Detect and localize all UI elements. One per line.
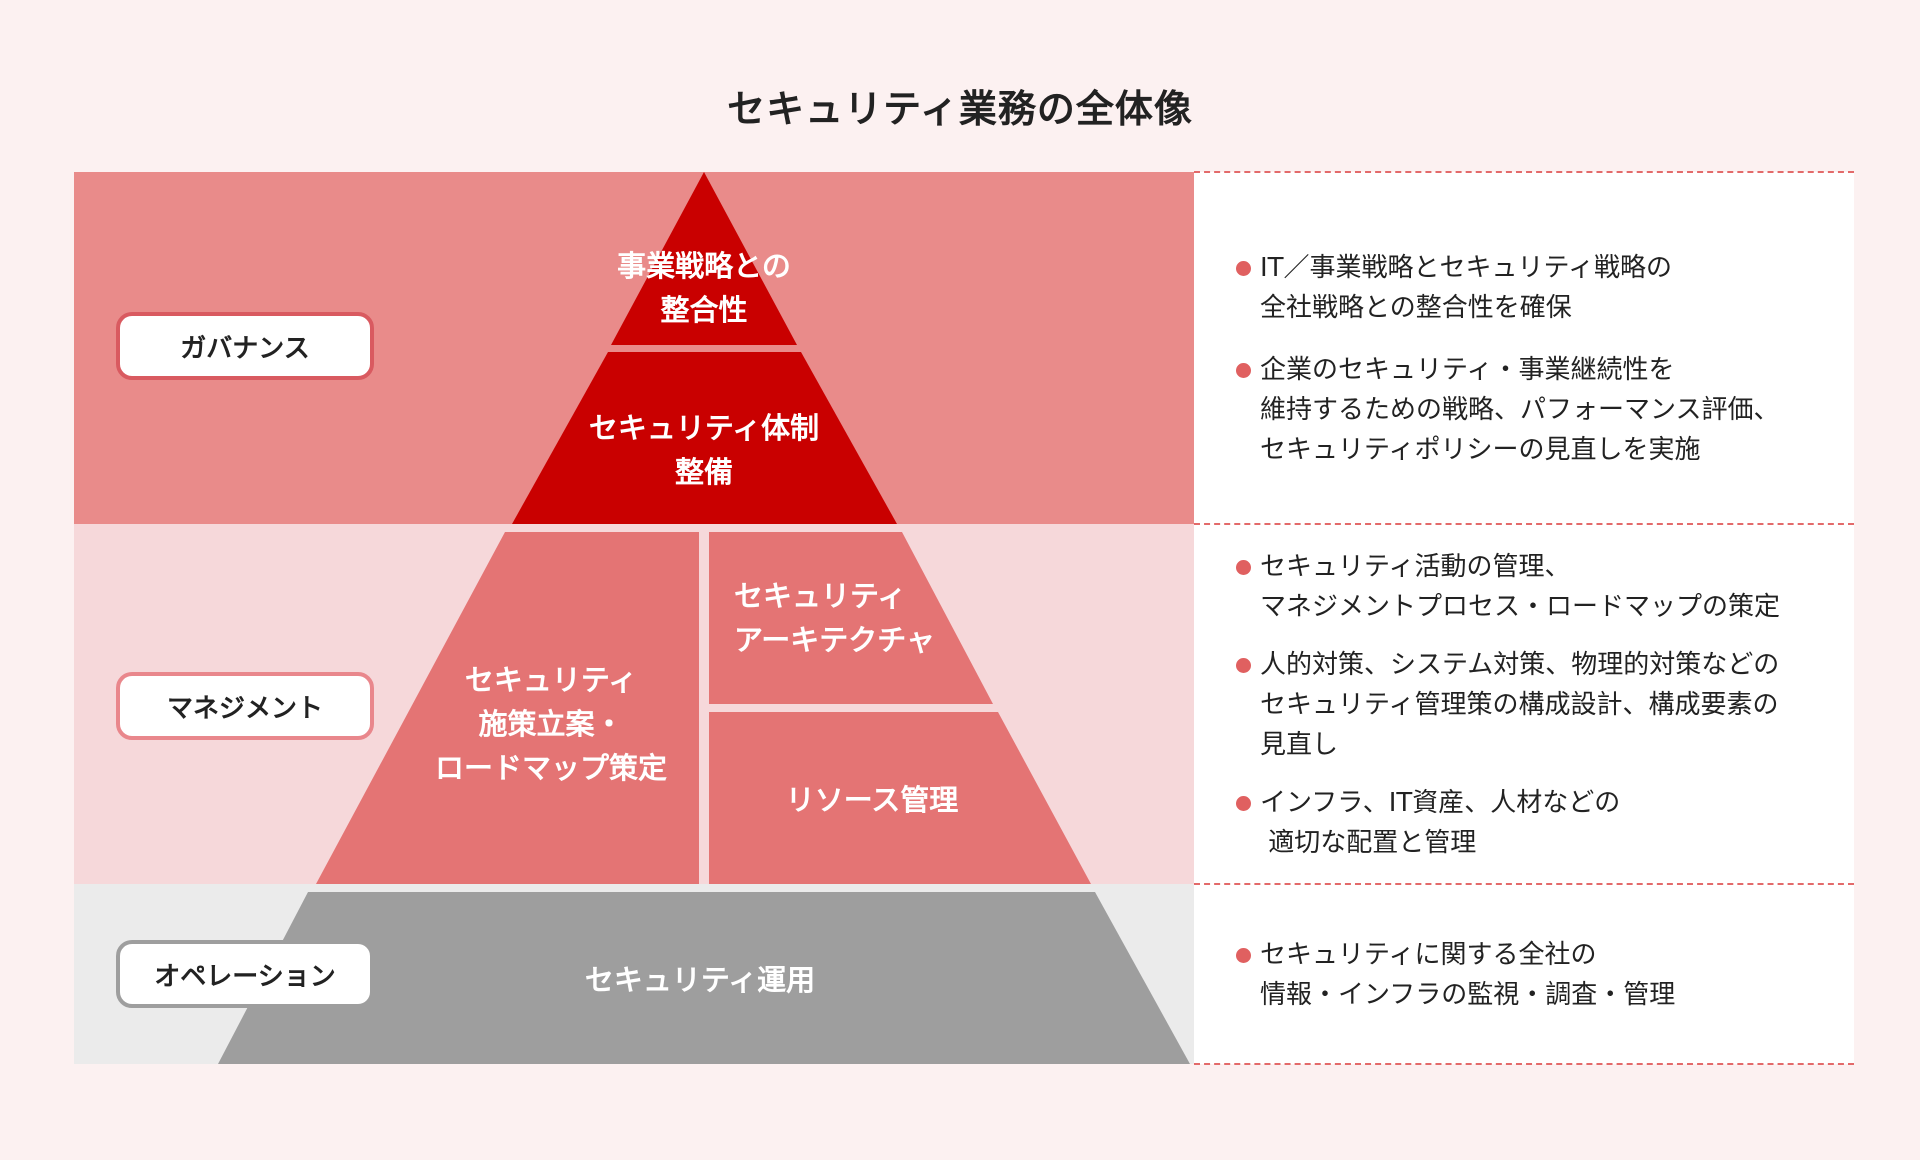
- divider-management-operation: [1194, 883, 1854, 885]
- block-business-alignment: [611, 172, 797, 345]
- block-security-structure: [512, 352, 897, 524]
- description-panel: [1194, 172, 1854, 1064]
- list-item: 企業のセキュリティ・事業継続性を 維持するための戦略、パフォーマンス評価、 セキ…: [1236, 350, 1836, 470]
- governance-description-list: IT／事業戦略とセキュリティ戦略の 全社戦略との整合性を確保 企業のセキュリティ…: [1236, 248, 1836, 470]
- list-item: セキュリティに関する全社の 情報・インフラの監視・調査・管理: [1236, 935, 1836, 1015]
- block-security-architecture: [709, 532, 993, 704]
- block-label-security-structure: セキュリティ体制 整備: [588, 411, 820, 489]
- page-title: セキュリティ業務の全体像: [727, 87, 1193, 131]
- management-description-list: セキュリティ活動の管理、 マネジメントプロセス・ロードマップの策定 人的対策、シ…: [1236, 547, 1836, 863]
- divider-governance-management: [1194, 523, 1854, 525]
- block-label-security-operation: セキュリティ運用: [584, 963, 816, 997]
- list-item: セキュリティ活動の管理、 マネジメントプロセス・ロードマップの策定: [1236, 547, 1836, 627]
- block-label-policy-roadmap: セキュリティ 施策立案・ ロードマップ策定: [434, 663, 667, 785]
- block-label-business-alignment: 事業戦略との 整合性: [617, 249, 791, 327]
- list-item: 人的対策、システム対策、物理的対策などの セキュリティ管理策の構成設計、構成要素…: [1236, 645, 1836, 765]
- list-item: IT／事業戦略とセキュリティ戦略の 全社戦略との整合性を確保: [1236, 248, 1836, 328]
- governance-label: ガバナンス: [116, 312, 374, 380]
- divider-top: [1194, 171, 1854, 173]
- block-resource-management: [709, 712, 1091, 884]
- list-item: インフラ、IT資産、人材などの 適切な配置と管理: [1236, 783, 1836, 863]
- block-label-resource-management: リソース管理: [785, 783, 959, 817]
- block-label-security-architecture: セキュリティ アーキテクチャ: [734, 579, 935, 657]
- management-label: マネジメント: [116, 672, 374, 740]
- operation-description-list: セキュリティに関する全社の 情報・インフラの監視・調査・管理: [1236, 935, 1836, 1015]
- divider-bottom: [1194, 1063, 1854, 1065]
- block-security-operation: [218, 892, 1190, 1064]
- operation-label: オペレーション: [116, 940, 374, 1008]
- block-policy-roadmap: [316, 532, 699, 884]
